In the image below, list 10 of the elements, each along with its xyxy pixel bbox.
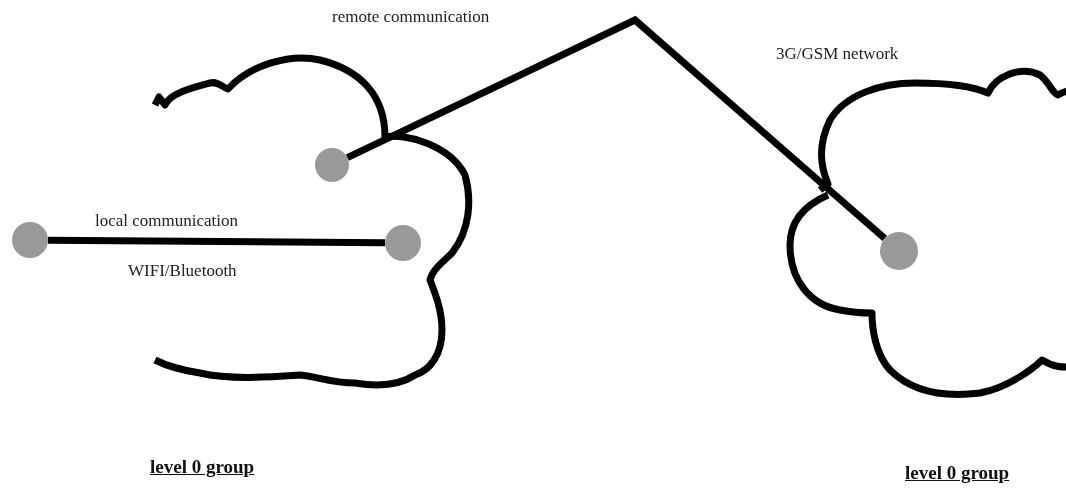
- network-label: WIFI/Bluetooth: [128, 262, 237, 281]
- node-dot: [12, 222, 48, 258]
- connection-line: [47, 236, 386, 247]
- network-label: 3G/GSM network: [776, 45, 899, 64]
- node-dot: [880, 232, 918, 270]
- node-dot: [385, 225, 421, 261]
- group-caption: level 0 group: [905, 463, 1010, 484]
- connection-line: [345, 15, 887, 242]
- node-dot: [315, 148, 349, 182]
- group-caption: level 0 group: [150, 457, 255, 478]
